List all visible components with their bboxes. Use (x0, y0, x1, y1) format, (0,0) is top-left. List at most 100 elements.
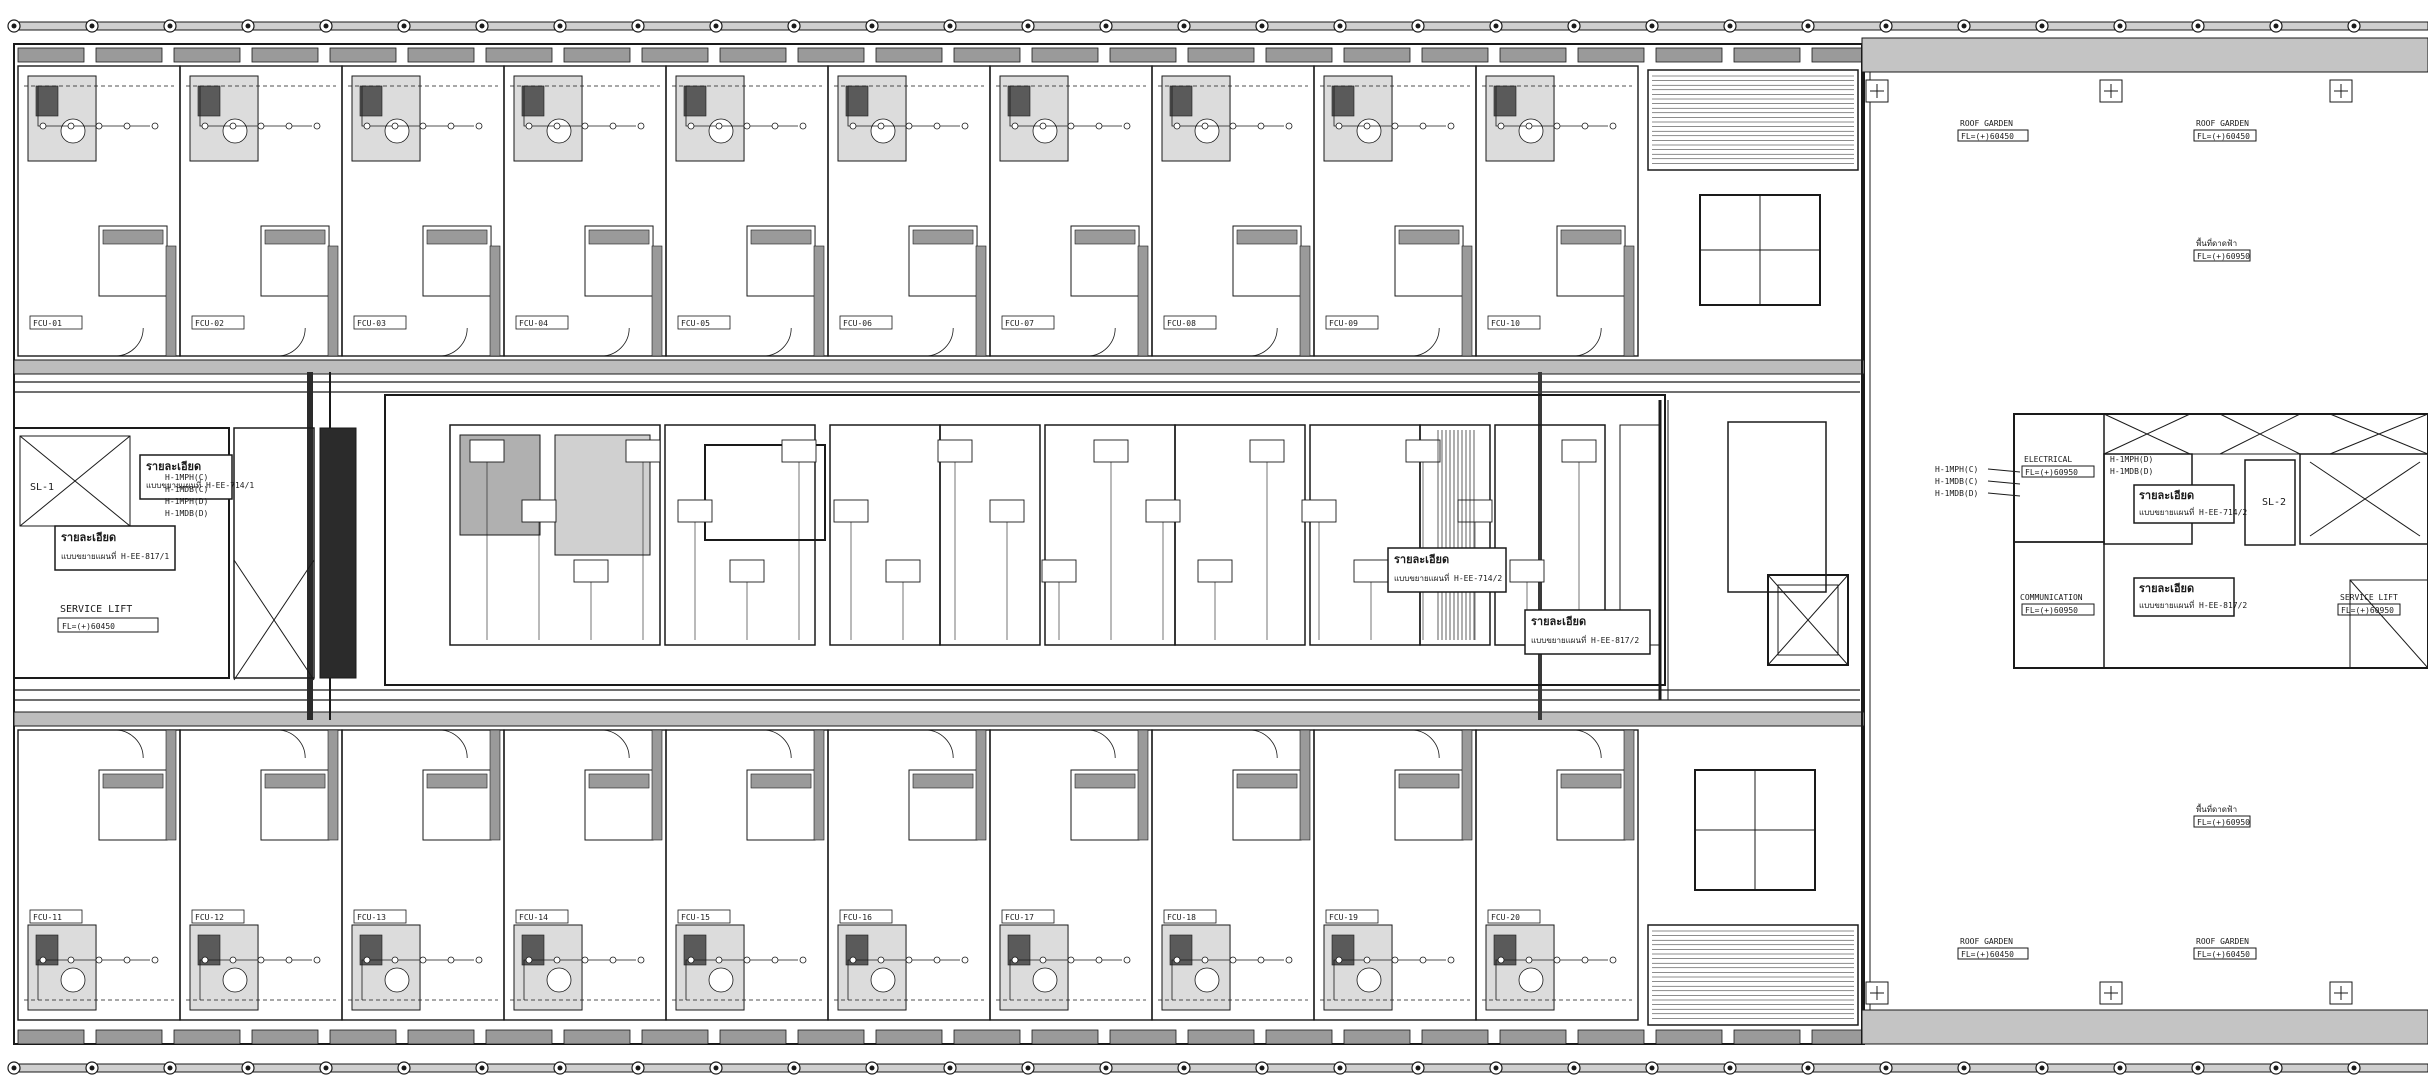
light-point (553, 956, 561, 964)
facade-beam (875, 1029, 943, 1045)
basin-fixture (1518, 967, 1544, 993)
facade-beam (1265, 1029, 1333, 1045)
room-tag-box (1325, 315, 1379, 330)
light-point (313, 956, 321, 964)
grid-bubble-dot (1649, 23, 1655, 29)
east-service-lift-tag: SERVICE LIFT FL=(+)60950 (2337, 593, 2401, 616)
grid-bubble-dot (2195, 1065, 2201, 1071)
guest-room: FCU-18 (1151, 729, 1315, 1021)
grid-bubble-dot (2117, 1065, 2123, 1071)
guest-room: FCU-02 (179, 65, 343, 357)
east-service-shaft (1727, 421, 1849, 666)
west-panel-label-4: H-1MDB(D) (165, 509, 208, 518)
east-lift-tag: SL-2 (2262, 497, 2286, 508)
light-point (123, 956, 131, 964)
duct-shaft (1299, 729, 1311, 841)
light-point (39, 122, 47, 130)
basin-fixture (546, 118, 572, 144)
pillow (912, 229, 974, 245)
equipment-panel (781, 439, 817, 463)
east-ref-box-2-title: รายละเอียด (2139, 582, 2194, 595)
circuit-run (847, 959, 960, 1000)
grid-bubble-dot (869, 23, 875, 29)
light-point (229, 122, 237, 130)
facade-beam (485, 47, 553, 63)
east-ref-box-2-ref: แบบขยายแผนที่ H-EE-817/2 (2139, 599, 2247, 610)
light-point (1011, 122, 1019, 130)
facade-beam (1187, 1029, 1255, 1045)
light-point (1447, 122, 1455, 130)
room-tag: FCU-07 (1005, 319, 1034, 328)
toilet-fixture (35, 85, 59, 117)
guest-room: FCU-06 (827, 65, 991, 357)
light-point (1067, 956, 1075, 964)
duct-shaft (1461, 729, 1473, 841)
light-point (419, 122, 427, 130)
equipment-panel (469, 439, 505, 463)
grid-bubble-dot (1415, 1065, 1421, 1071)
basin-fixture (1194, 118, 1220, 144)
equipment-panel (1405, 439, 1441, 463)
grid-bubble-dot (2039, 1065, 2045, 1071)
equipment-panel (1353, 559, 1389, 583)
facade-beam (1655, 47, 1723, 63)
equipment-panel (1197, 559, 1233, 583)
grid-bubble-dot (1181, 23, 1187, 29)
basin-fixture (60, 967, 86, 993)
grid-bubble-dot (245, 1065, 251, 1071)
room-tag: FCU-03 (357, 319, 386, 328)
grid-bubble-dot (1259, 1065, 1265, 1071)
east-comm-name: COMMUNICATION (2020, 593, 2083, 602)
roof-garden-1-level: FL=(+)60450 (1961, 132, 2014, 141)
light-point (609, 956, 617, 964)
grid-bubble-dot (1025, 23, 1031, 29)
light-point (123, 122, 131, 130)
guest-room: FCU-03 (341, 65, 505, 357)
roof-garden-4-name: ROOF GARDEN (2196, 937, 2249, 946)
facade-beam (1421, 47, 1489, 63)
grid-bubble-dot (1883, 1065, 1889, 1071)
circuit-run (199, 86, 312, 127)
toilet-fixture (1493, 85, 1517, 117)
light-point (151, 956, 159, 964)
basin-fixture (222, 967, 248, 993)
door-swing (115, 729, 144, 759)
west-panel-label-1: H-1MPH(C) (165, 473, 208, 482)
terrace-area-tag-2: พื้นที่ดาดฟ้า FL=(+)60950 (2193, 803, 2251, 828)
duct-shaft (327, 729, 339, 841)
east-electrical-level: FL=(+)60950 (2025, 468, 2078, 477)
equipment-panel (1145, 499, 1181, 523)
light-point (67, 956, 75, 964)
room-tag-box (1001, 909, 1055, 924)
light-point (1609, 122, 1617, 130)
light-point (715, 956, 723, 964)
facade-beam (1421, 1029, 1489, 1045)
basin-fixture (384, 967, 410, 993)
basin-fixture (546, 967, 572, 993)
facade-beam (485, 1029, 553, 1045)
central-ref-box-2-ref: แบบขยายแผนที่ H-EE-817/2 (1531, 634, 1639, 645)
east-service-lift-name: SERVICE LIFT (2340, 593, 2398, 602)
grid-bubble-dot (167, 23, 173, 29)
basin-fixture (870, 967, 896, 993)
facade-beam (875, 47, 943, 63)
light-point (257, 122, 265, 130)
light-point (849, 956, 857, 964)
east-comm-level: FL=(+)60950 (2025, 606, 2078, 615)
grid-bubble-dot (1493, 1065, 1499, 1071)
toilet-fixture (1169, 85, 1193, 117)
guest-room: FCU-17 (989, 729, 1153, 1021)
grid-bubble-dot (479, 1065, 485, 1071)
equipment-panel (729, 559, 765, 583)
equipment-panel (1509, 559, 1545, 583)
grid-bubble-dot (1805, 1065, 1811, 1071)
west-service-lift-tag: SERVICE LIFT FL=(+)60450 (57, 604, 159, 633)
grid-bubble-dot (1103, 1065, 1109, 1071)
circuit-run (1333, 959, 1446, 1000)
east-stairs-north (1647, 69, 1859, 306)
room-tag-box (515, 315, 569, 330)
room-tag-box (353, 315, 407, 330)
door-swing (763, 729, 792, 759)
circuit-run (199, 959, 312, 1000)
guest-room: FCU-10 (1475, 65, 1639, 357)
